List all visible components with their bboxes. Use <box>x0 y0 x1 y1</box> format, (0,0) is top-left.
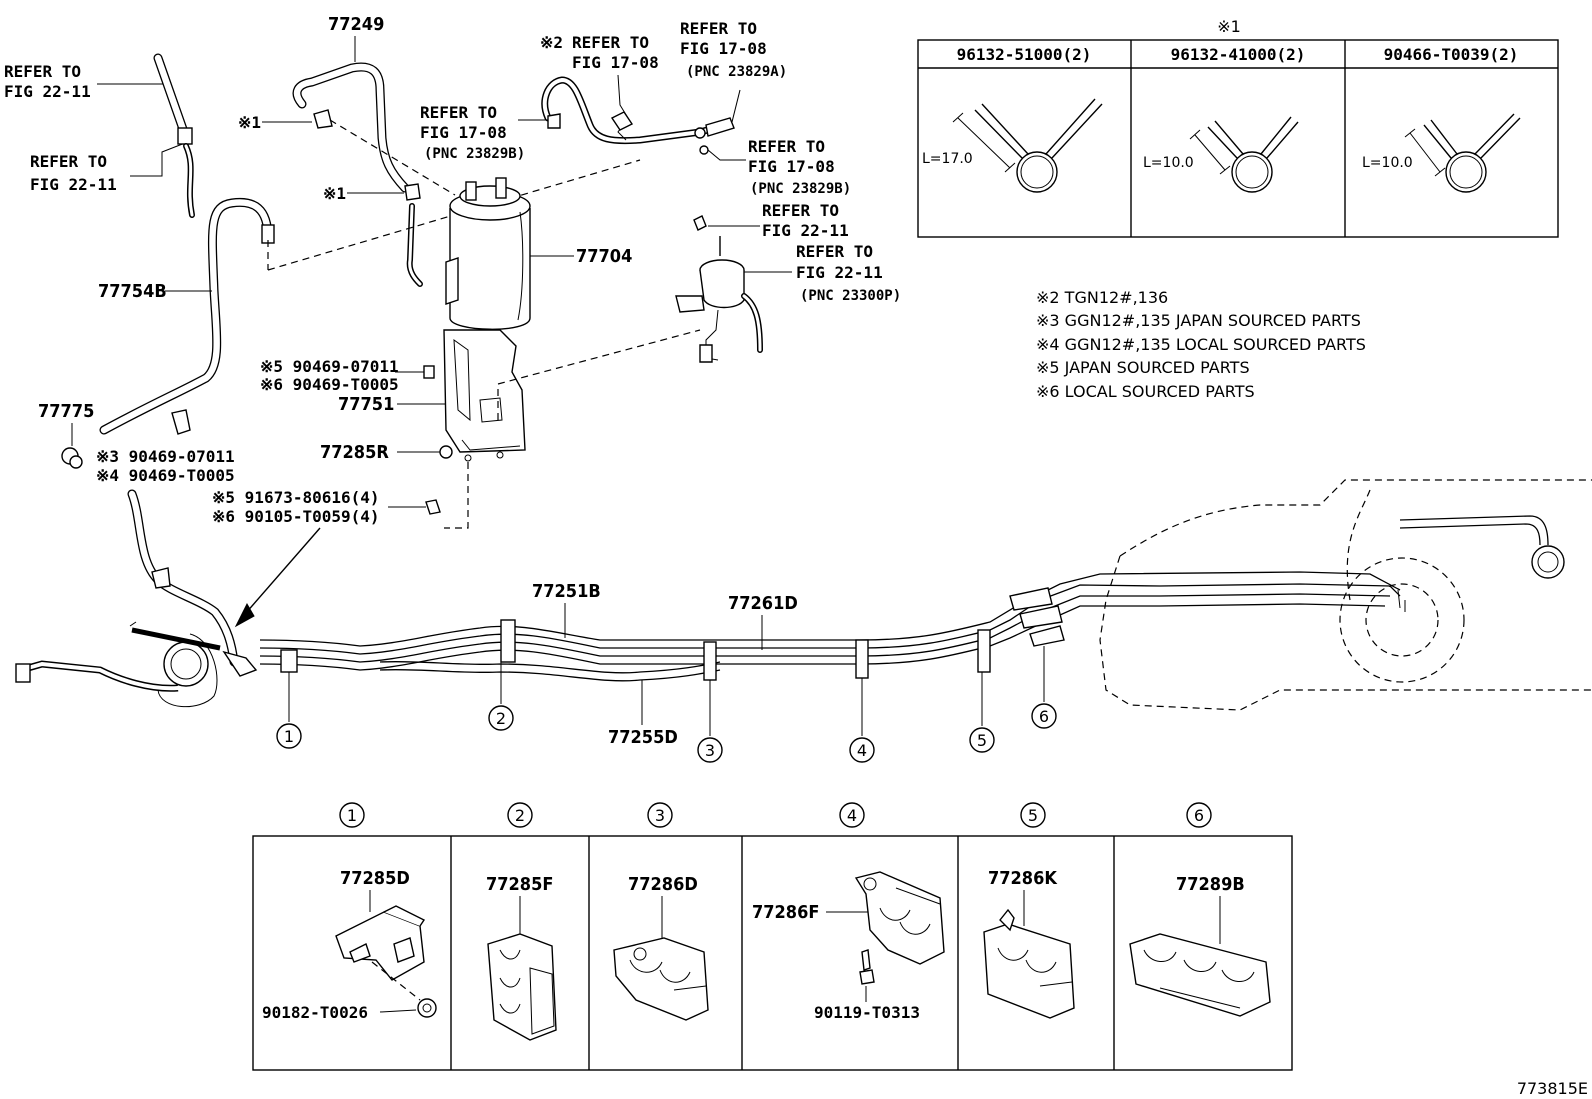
panel-num-5: 5 <box>1028 806 1038 825</box>
hose-77754b: 77754B <box>98 197 275 435</box>
hose-77249: 77249 ※1 <box>238 14 456 196</box>
svg-text:※5 90469-07011: ※5 90469-07011 <box>260 357 399 376</box>
clamp-77286d: 77286D <box>613 874 709 1021</box>
svg-text:FIG 22-11: FIG 22-11 <box>762 221 849 240</box>
note-5: ※5 JAPAN SOURCED PARTS <box>1036 358 1250 377</box>
svg-text:REFER TO: REFER TO <box>680 19 757 38</box>
svg-text:FIG 17-08: FIG 17-08 <box>572 53 659 72</box>
marker-2: 2 <box>496 709 506 728</box>
label-77754b: 77754B <box>98 281 167 302</box>
svg-text:※1: ※1 <box>238 113 261 132</box>
svg-text:77704: 77704 <box>576 246 632 267</box>
ref-fig-22-11-b: REFER TO FIG 22-11 <box>30 142 186 194</box>
svg-text:(PNC 23300P): (PNC 23300P) <box>800 288 901 304</box>
note-4: ※4 GGN12#,135 LOCAL SOURCED PARTS <box>1036 335 1366 354</box>
svg-text:FIG 22-11: FIG 22-11 <box>30 175 117 194</box>
panel-num-1: 1 <box>347 806 357 825</box>
panel-num-2: 2 <box>515 806 525 825</box>
svg-text:(PNC 23829B): (PNC 23829B) <box>750 181 851 197</box>
clip-length-2: L=10.0 <box>1143 155 1194 171</box>
svg-text:FIG 17-08: FIG 17-08 <box>748 157 835 176</box>
svg-text:90119-T0313: 90119-T0313 <box>814 1003 920 1022</box>
svg-text:77249: 77249 <box>328 14 384 35</box>
svg-text:※3 90469-07011: ※3 90469-07011 <box>96 447 235 466</box>
svg-text:FIG 17-08: FIG 17-08 <box>680 39 767 58</box>
clamp-77285d: 77285D 90182-T0026 <box>262 868 437 1022</box>
panel-num-4: 4 <box>847 806 857 825</box>
clamp-77286f: 77286F 90119-T0313 <box>752 871 945 1022</box>
note-2: ※2 TGN12#,136 <box>1036 288 1168 307</box>
clamp-detail-panels: 1 2 3 4 5 6 77285D 90182-T0026 <box>252 802 1293 1071</box>
svg-text:77255D: 77255D <box>608 727 678 748</box>
svg-text:REFER TO: REFER TO <box>420 103 497 122</box>
svg-text:77285R: 77285R <box>320 442 389 463</box>
marker-3: 3 <box>705 741 715 760</box>
svg-text:77775: 77775 <box>38 401 94 422</box>
notes-list: ※2 TGN12#,136 ※3 GGN12#,135 JAPAN SOURCE… <box>1036 288 1366 401</box>
svg-text:77285D: 77285D <box>340 868 410 889</box>
clip-header-3: 90466-T0039(2) <box>1384 45 1519 64</box>
marker-6: 6 <box>1039 707 1049 726</box>
ref-fig-22-11-a: REFER TO FIG 22-11 <box>4 62 170 101</box>
svg-text:77286F: 77286F <box>752 902 819 923</box>
clamp-77289b: 77289B <box>1129 874 1271 1017</box>
svg-text:FIG 22-11: FIG 22-11 <box>796 263 883 282</box>
svg-text:77286D: 77286D <box>628 874 698 895</box>
panel-num-3: 3 <box>655 806 665 825</box>
marker-4: 4 <box>857 741 867 760</box>
svg-text:REFER TO: REFER TO <box>572 33 649 52</box>
filler-area <box>15 489 321 708</box>
pipe-stub-top-left <box>153 53 195 218</box>
clip-drawing-2: L=10.0 <box>1143 116 1299 193</box>
svg-text:(PNC 23829B): (PNC 23829B) <box>424 146 525 162</box>
svg-text:77285F: 77285F <box>486 874 553 895</box>
svg-text:※6 90469-T0005: ※6 90469-T0005 <box>260 375 399 394</box>
svg-text:※2: ※2 <box>540 33 563 52</box>
svg-text:77289B: 77289B <box>1176 874 1245 895</box>
part-77775: 77775 ※3 90469-07011 ※4 90469-T0005 <box>38 401 235 485</box>
fuel-tank-outline <box>1099 479 1592 711</box>
svg-text:77751: 77751 <box>338 394 394 415</box>
clip-drawing-3: L=10.0 <box>1362 113 1521 193</box>
svg-text:REFER TO: REFER TO <box>762 201 839 220</box>
svg-text:77251B: 77251B <box>532 581 601 602</box>
clip-length-1: L=17.0 <box>922 151 973 167</box>
svg-text:REFER TO: REFER TO <box>748 137 825 156</box>
panel-num-6: 6 <box>1194 806 1204 825</box>
svg-text:※6 90105-T0059(4): ※6 90105-T0059(4) <box>212 507 380 526</box>
svg-text:77286K: 77286K <box>988 868 1058 889</box>
note-3: ※3 GGN12#,135 JAPAN SOURCED PARTS <box>1036 311 1361 330</box>
canister-77704: 77704 <box>445 177 632 330</box>
main-pipe-run: 77251B 77261D 77255D <box>259 515 1565 748</box>
ref-fig-17-08-group: ※2 REFER TO FIG 17-08 REFER TO FIG 17-08… <box>420 19 851 197</box>
svg-text:REFER TO: REFER TO <box>796 242 873 261</box>
svg-text:※5 91673-80616(4): ※5 91673-80616(4) <box>212 488 380 507</box>
svg-text:REFER TO: REFER TO <box>30 152 107 171</box>
bracket-77751: ※5 90469-07011 ※6 90469-T0005 77751 7728… <box>212 329 701 529</box>
svg-text:FIG 22-11: FIG 22-11 <box>4 82 91 101</box>
figure-id: 773815E <box>1517 1079 1588 1098</box>
svg-text:90182-T0026: 90182-T0026 <box>262 1003 368 1022</box>
clip-table-title: ※1 <box>1217 17 1241 36</box>
svg-text:77261D: 77261D <box>728 593 798 614</box>
marker-1: 1 <box>284 727 294 746</box>
clip-x1-lower: ※1 <box>323 183 423 287</box>
clip-header-2: 96132-41000(2) <box>1171 45 1306 64</box>
clamp-markers: 1 2 3 4 5 6 <box>276 646 1057 763</box>
svg-text:※4 90469-T0005: ※4 90469-T0005 <box>96 466 235 485</box>
svg-text:※1: ※1 <box>323 184 346 203</box>
svg-text:FIG 17-08: FIG 17-08 <box>420 123 507 142</box>
marker-5: 5 <box>977 731 987 750</box>
svg-text:(PNC 23829A): (PNC 23829A) <box>686 64 787 80</box>
clamp-77285f: 77285F <box>486 874 557 1041</box>
fuel-valve-assembly: REFER TO FIG 22-11 REFER TO FIG 22-11 (P… <box>675 201 901 363</box>
svg-text:REFER TO: REFER TO <box>4 62 81 81</box>
note-6: ※6 LOCAL SOURCED PARTS <box>1036 382 1255 401</box>
clip-drawing-1: L=17.0 <box>922 98 1103 193</box>
clip-length-3: L=10.0 <box>1362 155 1413 171</box>
clip-table: ※1 96132-51000(2) 96132-41000(2) 90466-T… <box>917 17 1559 238</box>
clip-header-1: 96132-51000(2) <box>957 45 1092 64</box>
clamp-77286k: 77286K <box>983 868 1075 1019</box>
